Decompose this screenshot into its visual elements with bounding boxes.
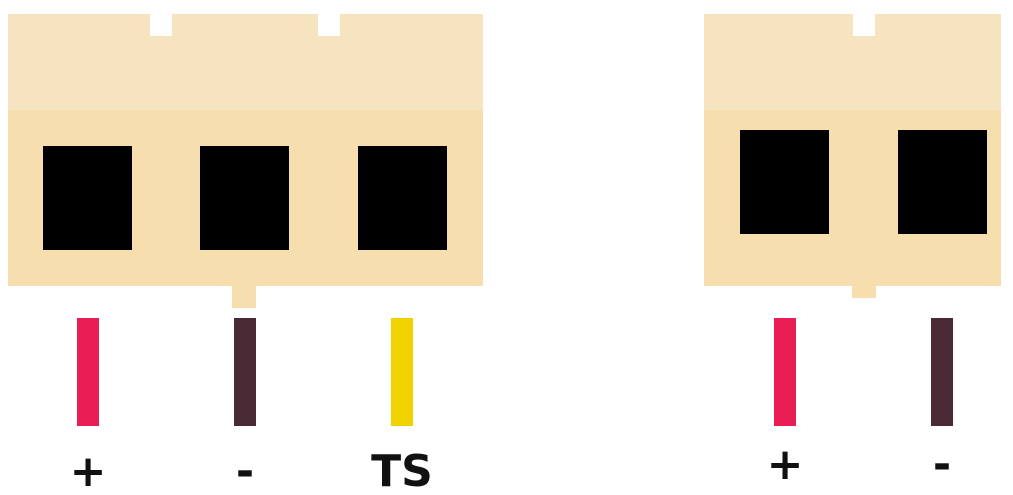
wire-negative	[234, 318, 256, 426]
pin-label-negative: -	[932, 439, 952, 490]
wire-negative	[931, 318, 953, 426]
wire-positive	[774, 318, 796, 426]
pin-label-negative: -	[235, 446, 255, 495]
housing-key	[852, 286, 876, 298]
housing-notch	[853, 14, 875, 36]
housing-notch	[318, 14, 340, 36]
two-pin-connector: + -	[690, 0, 1013, 495]
housing-top-left	[8, 14, 483, 110]
wire-ts	[391, 318, 413, 426]
pin-label-positive: +	[766, 439, 804, 490]
housing-top-right	[704, 14, 1001, 110]
housing-notch	[150, 14, 172, 36]
three-pin-connector: + - TS	[0, 0, 490, 495]
housing-key	[232, 286, 256, 308]
wire-positive	[77, 318, 99, 426]
pin-cavity-3	[358, 146, 447, 250]
pin-label-positive: +	[69, 446, 107, 495]
pin-cavity-1	[43, 146, 132, 250]
pin-cavity-2	[898, 130, 987, 234]
pin-label-ts: TS	[371, 446, 433, 495]
pin-cavity-2	[200, 146, 289, 250]
pin-cavity-1	[740, 130, 829, 234]
